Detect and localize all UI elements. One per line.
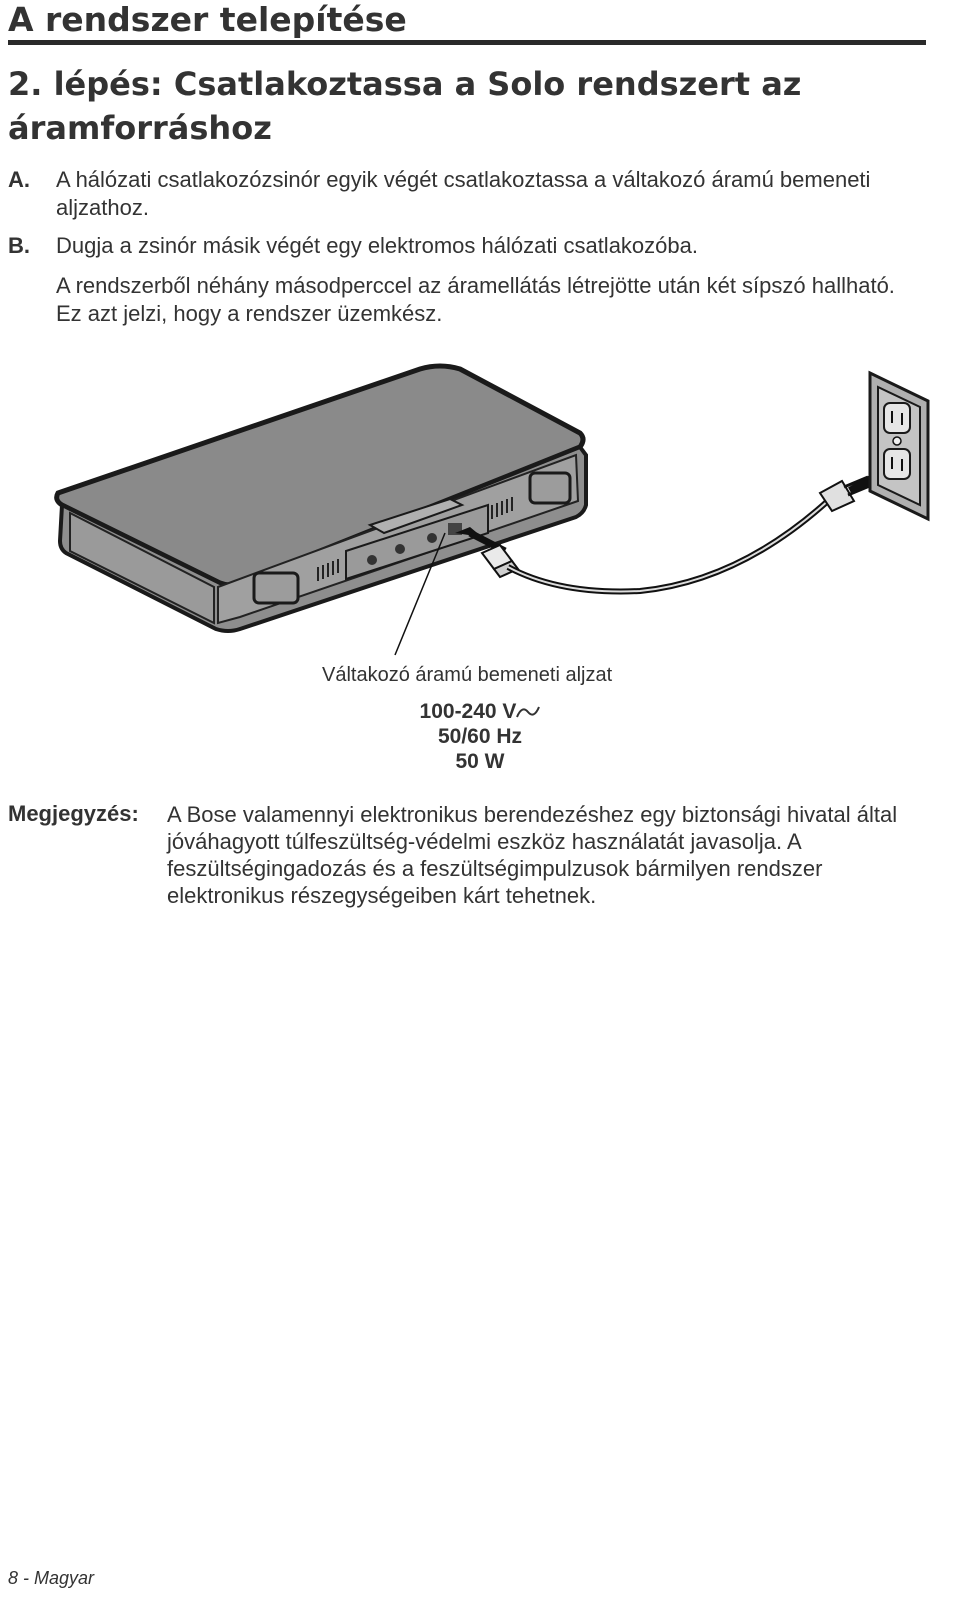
spec-frequency: 50/60 Hz [437,725,523,748]
spec-voltage: 100-240 V [419,700,517,723]
note-label: Megjegyzés: [8,801,139,826]
note-text: A Bose valamennyi elektronikus berendezé… [167,802,898,908]
spec-voltage-row: 100-240 V [0,700,960,724]
page-footer: 8 - Magyar [8,1568,95,1588]
instruction-text: Dugja a zsinór másik végét egy elektromo… [56,233,698,258]
ac-wave-icon [516,707,541,718]
spec-power: 50 W [455,750,505,773]
instruction-marker: A. [8,167,30,192]
solo-console-illustration [54,363,588,633]
figure-caption: Váltakozó áramú bemeneti aljzat [322,664,613,686]
setup-illustration [54,363,930,656]
section-title: A rendszer telepítése [8,0,407,39]
wall-outlet-illustration [868,370,930,522]
header-rule [8,40,926,45]
instruction-marker: B. [8,233,30,258]
step-title: 2. lépés: Csatlakoztassa a Solo rendszer… [8,65,802,147]
beep-note: A rendszerből néhány másodperccel az ára… [56,273,895,326]
callout-line [394,532,446,656]
instruction-text: A hálózati csatlakozózsinór egyik végét … [56,167,871,220]
